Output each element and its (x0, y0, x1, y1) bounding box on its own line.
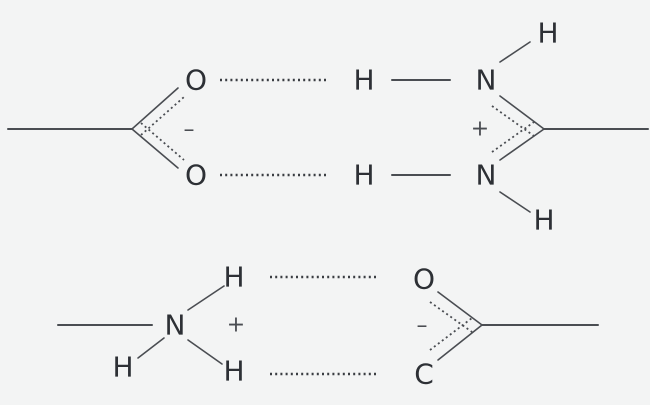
ammonium-hydrogen-lower: H (223, 355, 244, 388)
guanidinium-nitrogen-upper: N (476, 64, 497, 97)
guanidinium-hydrogen-lower: H (353, 159, 374, 192)
guanidinium-nh-bottom-bond (499, 191, 531, 213)
guanidinium-hydrogen-top: H (537, 17, 558, 50)
carboxylate-bottom-co-lower-delocalized (429, 317, 473, 351)
ammonium-nitrogen: N (165, 309, 186, 342)
ammonium-hydrogen-upper: H (223, 261, 244, 294)
carboxylate-bottom-co-upper-delocalized (429, 301, 473, 333)
guanidinium-cn-lower-delocalized (491, 121, 535, 153)
ammonium-nh-lower-bond (187, 339, 223, 365)
carboxylate-top-oxygen-upper: O (185, 64, 207, 97)
carboxylate-top-co-upper-bond (131, 87, 179, 130)
guanidinium-positive-charge: + (471, 117, 489, 142)
guanidinium-cn-upper-bond (499, 95, 545, 130)
guanidinium-cn-lower-bond (499, 128, 545, 161)
ammonium-nh-upper-bond (187, 285, 225, 311)
carboxylate-top-co-lower-bond (131, 128, 179, 169)
carboxylate-bottom-oxygen-upper: O (413, 263, 435, 296)
carboxylate-bottom-co-lower-bond (437, 324, 483, 361)
carboxylate-top-negative-charge: – (184, 118, 195, 143)
guanidinium-nitrogen-lower: N (476, 159, 497, 192)
ammonium-hydrogen-left: H (112, 351, 133, 384)
guanidinium-nh-top-bond (499, 41, 531, 63)
carboxylate-bottom-co-upper-bond (437, 291, 483, 326)
carboxylate-top-oxygen-lower: O (185, 159, 207, 192)
guanidinium-hydrogen-bottom: H (533, 204, 554, 237)
top-salt-bridge: O O – H H N N H H + (7, 17, 649, 237)
ammonium-positive-charge: + (227, 313, 245, 338)
carboxylate-bottom-oxygen-lower: C (414, 358, 434, 391)
carboxylate-bottom-negative-charge: – (417, 314, 428, 339)
bottom-salt-bridge: N H H H + O C – (57, 261, 599, 391)
ammonium-nh-left-bond (137, 337, 165, 359)
guanidinium-cn-upper-delocalized (491, 105, 535, 137)
guanidinium-hydrogen-upper: H (353, 64, 374, 97)
